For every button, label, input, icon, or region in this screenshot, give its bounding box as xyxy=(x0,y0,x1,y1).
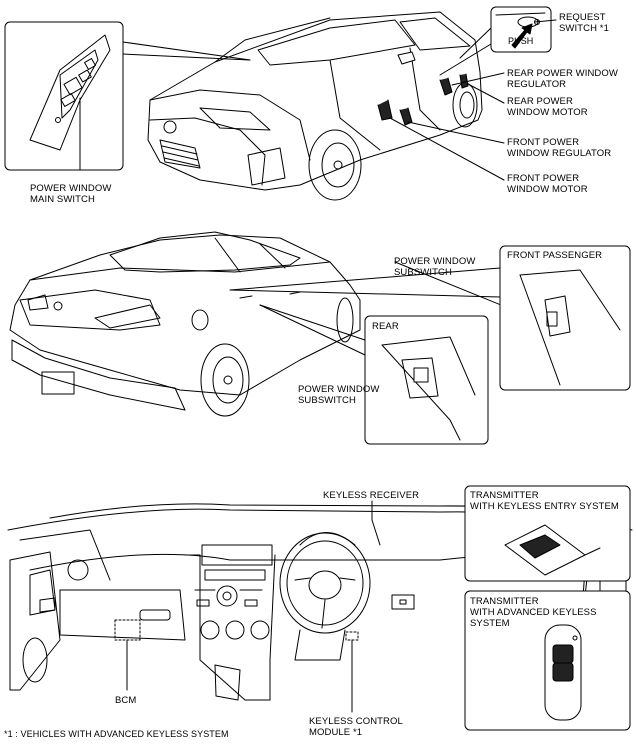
sedan-illustration xyxy=(9,231,631,445)
footnote: *1 : VEHICLES WITH ADVANCED KEYLESS SYST… xyxy=(4,729,229,739)
hatchback-illustration xyxy=(4,6,557,201)
label-bcm: BCM xyxy=(115,695,137,706)
label-front-passenger: FRONT PASSENGER xyxy=(507,250,603,261)
label-rear: REAR xyxy=(372,321,399,332)
label-push: PUSH xyxy=(508,36,534,46)
interior-illustration xyxy=(7,485,633,731)
label-keyless-receiver: KEYLESS RECEIVER xyxy=(323,490,420,501)
